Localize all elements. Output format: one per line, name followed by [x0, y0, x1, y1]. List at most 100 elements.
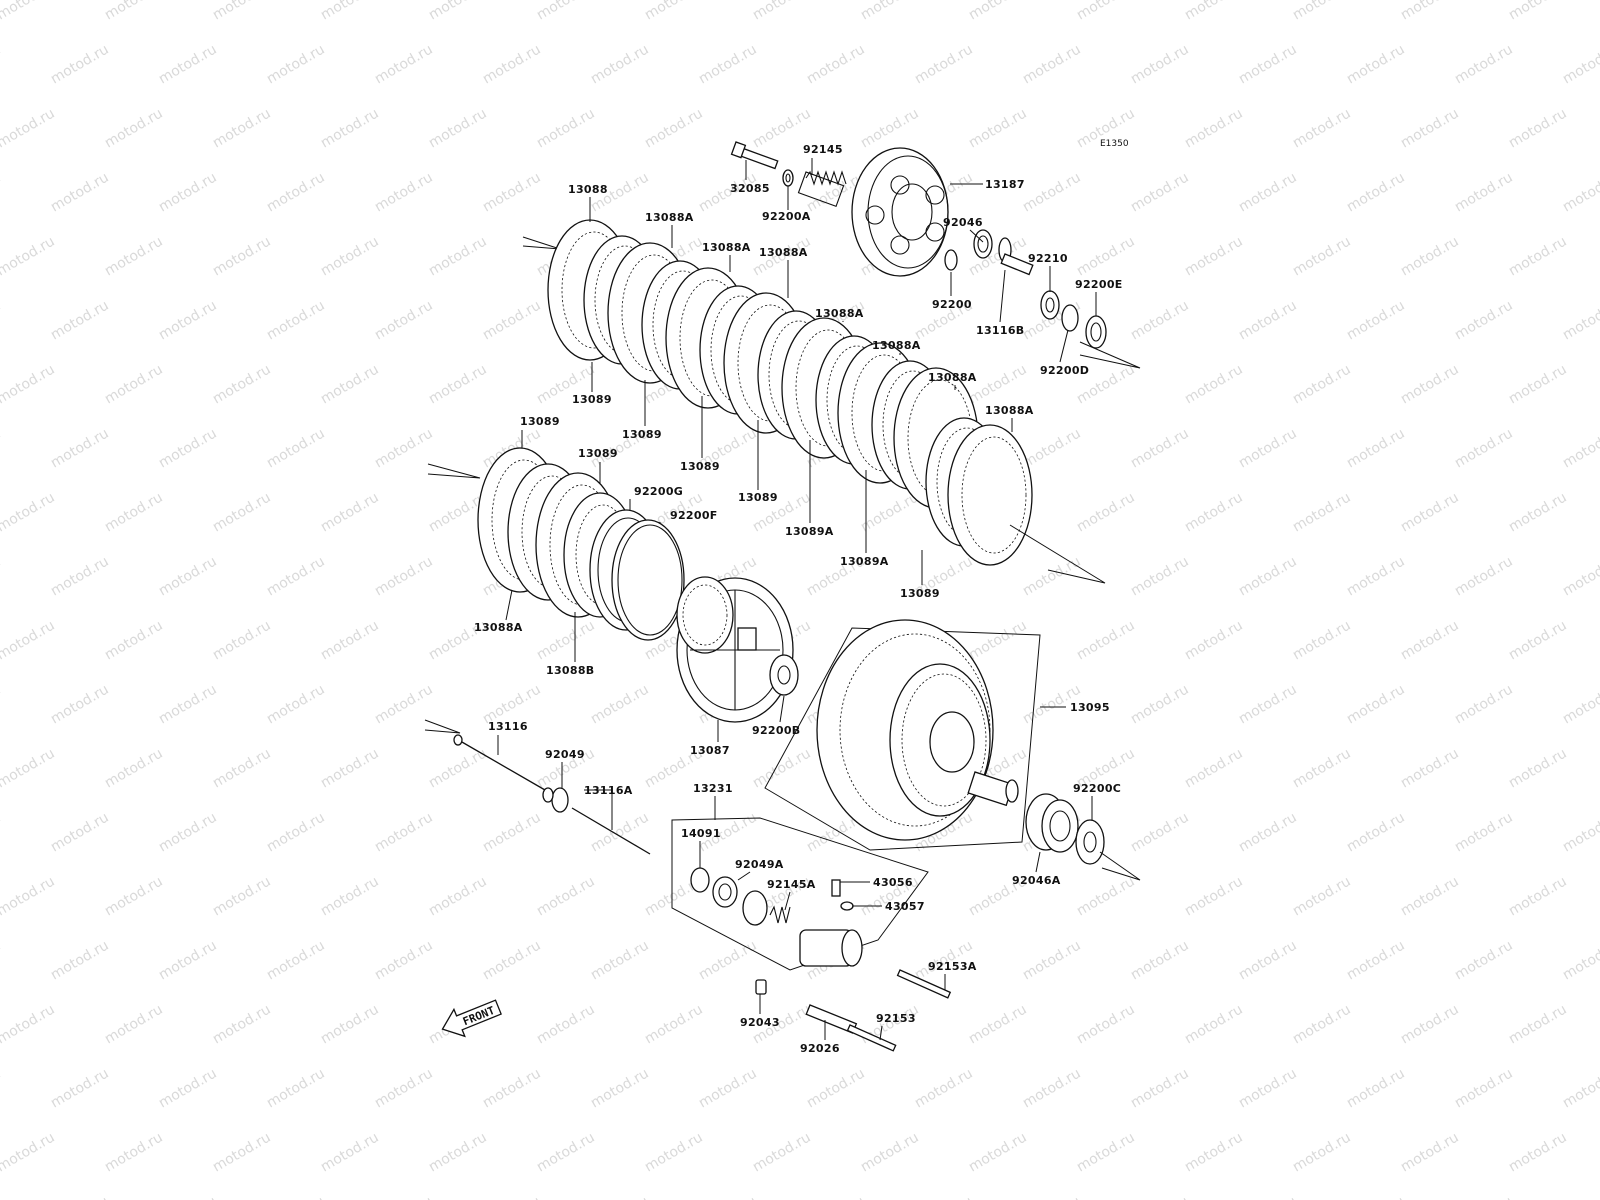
watermark-text: motod.ru: [1236, 297, 1300, 343]
watermark-text: motod.ru: [1074, 617, 1138, 663]
part-label-p92046: 92046: [943, 216, 983, 229]
washer-92200A: [782, 169, 794, 187]
part-label-p13088B: 13088B: [546, 664, 594, 677]
watermark-text: motod.ru: [264, 297, 328, 343]
watermark-text: motod.ru: [102, 489, 166, 535]
watermark-text: motod.ru: [372, 169, 436, 215]
watermark-text: motod.ru: [0, 297, 4, 343]
watermark-text: motod.ru: [1452, 937, 1516, 983]
watermark-text: motod.ru: [102, 617, 166, 663]
watermark-text: motod.ru: [210, 361, 274, 407]
watermark-text: motod.ru: [0, 361, 58, 407]
watermark-text: motod.ru: [1236, 1193, 1300, 1200]
watermark-text: motod.ru: [1452, 1065, 1516, 1111]
watermark-text: motod.ru: [0, 1065, 4, 1111]
watermark-text: motod.ru: [1398, 1001, 1462, 1047]
watermark-text: motod.ru: [1560, 297, 1600, 343]
part-label-p13088A_7: 13088A: [985, 404, 1034, 417]
bolt-92153: [846, 1024, 897, 1052]
part-label-p13088A_2: 13088A: [702, 241, 751, 254]
watermark-text: motod.ru: [1128, 937, 1192, 983]
watermark-text: motod.ru: [1560, 809, 1600, 855]
watermark-text: motod.ru: [1560, 1065, 1600, 1111]
watermark-text: motod.ru: [912, 1193, 976, 1200]
part-label-p14091: 14091: [681, 827, 721, 840]
part-label-p13089_L1: 13089: [520, 415, 560, 428]
watermark-text: motod.ru: [1020, 425, 1084, 471]
watermark-text: motod.ru: [480, 297, 544, 343]
watermark-text: motod.ru: [102, 1129, 166, 1175]
watermark-text: motod.ru: [1182, 617, 1246, 663]
watermark-text: motod.ru: [264, 809, 328, 855]
watermark-text: motod.ru: [0, 233, 58, 279]
washer-92200: [944, 249, 958, 271]
watermark-text: motod.ru: [1128, 809, 1192, 855]
watermark-text: motod.ru: [1398, 1129, 1462, 1175]
watermark-text: motod.ru: [156, 937, 220, 983]
watermark-text: motod.ru: [156, 1065, 220, 1111]
watermark-text: motod.ru: [1560, 937, 1600, 983]
part-label-p92200C: 92200C: [1073, 782, 1121, 795]
watermark-text: motod.ru: [1452, 169, 1516, 215]
watermark-text: motod.ru: [912, 41, 976, 87]
watermark-text: motod.ru: [210, 745, 274, 791]
watermark-text: motod.ru: [1020, 1193, 1084, 1200]
watermark-text: motod.ru: [1128, 681, 1192, 727]
watermark-text: motod.ru: [1506, 1001, 1570, 1047]
watermark-text: motod.ru: [1560, 1193, 1600, 1200]
watermark-text: motod.ru: [1344, 169, 1408, 215]
watermark-text: motod.ru: [804, 1193, 868, 1200]
watermark-text: motod.ru: [588, 681, 652, 727]
spring-92145: [797, 170, 847, 208]
watermark-text: motod.ru: [1236, 809, 1300, 855]
watermark-text: motod.ru: [1020, 169, 1084, 215]
watermark-text: motod.ru: [588, 809, 652, 855]
watermark-text: motod.ru: [48, 169, 112, 215]
watermark-text: motod.ru: [48, 681, 112, 727]
part-label-p92026: 92026: [800, 1042, 840, 1055]
leader-line-p13116A: [584, 789, 613, 830]
nut-92210: [1040, 290, 1060, 320]
watermark-text: motod.ru: [1236, 553, 1300, 599]
watermark-text: motod.ru: [0, 745, 58, 791]
watermark-text: motod.ru: [210, 1001, 274, 1047]
watermark-text: motod.ru: [1128, 169, 1192, 215]
watermark-text: motod.ru: [156, 297, 220, 343]
watermark-text: motod.ru: [966, 0, 1030, 23]
watermark-text: motod.ru: [858, 0, 922, 23]
washer-92200D: [1061, 304, 1079, 332]
cap-43057: [840, 901, 854, 911]
watermark-text: motod.ru: [1128, 297, 1192, 343]
watermark-text: motod.ru: [1182, 105, 1246, 151]
watermark-text: motod.ru: [156, 169, 220, 215]
watermark-text: motod.ru: [1344, 41, 1408, 87]
part-label-p13088A_3: 13088A: [759, 246, 808, 259]
watermark-text: motod.ru: [1290, 489, 1354, 535]
ball-92049: [542, 787, 569, 813]
watermark-text: motod.ru: [210, 617, 274, 663]
watermark-text: motod.ru: [480, 169, 544, 215]
release-cylinder: [799, 929, 863, 967]
leader-line-p92049A: [737, 871, 751, 881]
part-label-p92153A: 92153A: [928, 960, 977, 973]
part-label-p13087: 13087: [690, 744, 730, 757]
watermark-text: motod.ru: [480, 809, 544, 855]
watermark-text: motod.ru: [696, 937, 760, 983]
watermark-text: motod.ru: [1074, 1001, 1138, 1047]
watermark-text: motod.ru: [1398, 361, 1462, 407]
part-label-p13187: 13187: [985, 178, 1025, 191]
friction-plate-13088A-7: [947, 424, 1033, 566]
part-label-p43057: 43057: [885, 900, 925, 913]
watermark-text: motod.ru: [1506, 617, 1570, 663]
part-label-p13089A_1: 13089A: [785, 525, 834, 538]
clutch-plate-stack-upper: [547, 219, 1033, 566]
watermark-text: motod.ru: [588, 1065, 652, 1111]
watermark-text: motod.ru: [48, 937, 112, 983]
watermark-text: motod.ru: [1398, 105, 1462, 151]
watermark-text: motod.ru: [1182, 873, 1246, 919]
watermark-text: motod.ru: [1182, 1001, 1246, 1047]
part-label-p92200B: 92200B: [752, 724, 800, 737]
watermark-text: motod.ru: [642, 1001, 706, 1047]
part-label-p92049A: 92049A: [735, 858, 784, 871]
